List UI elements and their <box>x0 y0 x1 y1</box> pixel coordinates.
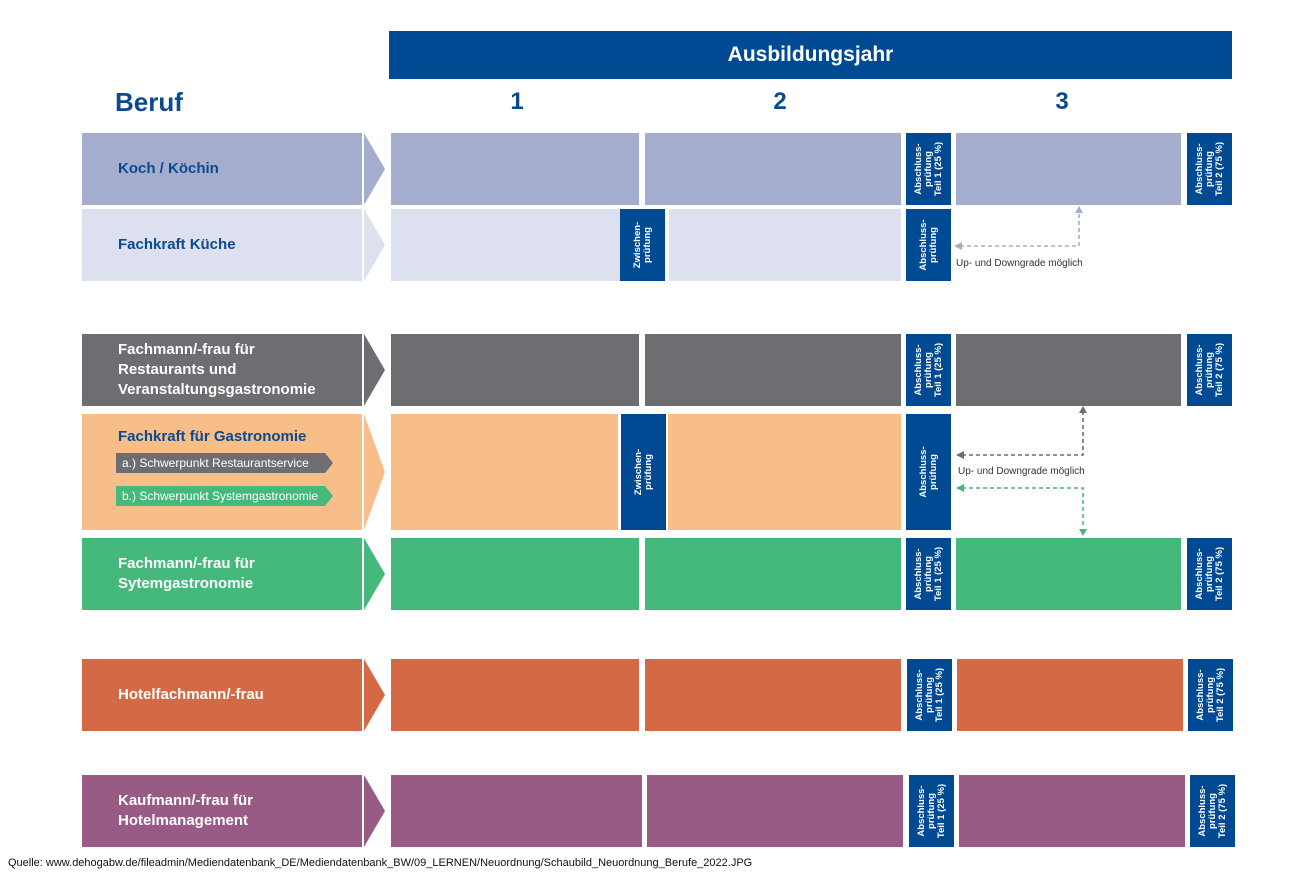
year-3-label: 3 <box>1055 88 1069 115</box>
row-restaurants-label-line2: Restaurants und <box>118 361 237 378</box>
row-restaurants-label: Fachmann/-frau für Restaurants und Veran… <box>82 334 362 406</box>
row-koch-year2-bar <box>645 133 901 205</box>
year-2-label: 2 <box>773 88 787 115</box>
row-system-label-line1: Fachmann/-frau für <box>118 555 255 572</box>
row-system-year2-bar <box>645 538 901 610</box>
row-hotel-label-text: Hotelfachmann/-frau <box>118 686 264 703</box>
row-fachkraft-kueche-zwischenpruefung: Zwischen-prüfung <box>620 209 665 281</box>
row-restaurants-label-line3: Veranstaltungsgastronomie <box>118 381 316 398</box>
row-fachkraft-gastro-year1-bar <box>391 414 618 530</box>
row-fachkraft-gastro-abschlusspruefung: Abschluss-prüfung <box>906 414 951 530</box>
updown-note-gastro: Up- und Downgrade möglich <box>958 466 1085 477</box>
row-kaufmann-label: Kaufmann/-frau für Hotelmanagement <box>82 775 362 847</box>
row-kaufmann-year2-bar <box>647 775 903 847</box>
schwerpunkt-systemgastronomie-tag: b.) Schwerpunkt Systemgastronomie <box>116 486 325 506</box>
ausbildungsjahr-header: Ausbildungsjahr <box>389 31 1232 79</box>
row-fachkraft-kueche-year2-bar <box>669 209 901 281</box>
row-hotel-year1-bar <box>391 659 639 731</box>
row-restaurants-label-line1: Fachmann/-frau für <box>118 341 255 358</box>
row-system-arrow <box>364 538 385 610</box>
row-kaufmann-year3-bar <box>959 775 1185 847</box>
row-restaurants-arrow <box>364 334 385 406</box>
row-fachkraft-gastro-arrow <box>364 414 385 530</box>
row-hotel-arrow <box>364 659 385 731</box>
row-system-year3-bar <box>956 538 1181 610</box>
row-restaurants-year3-bar <box>956 334 1181 406</box>
row-koch-label: Koch / Köchin <box>82 133 362 205</box>
row-fachkraft-kueche-label-text: Fachkraft Küche <box>118 236 236 253</box>
row-hotel-year3-bar <box>957 659 1183 731</box>
row-fachkraft-gastro-label: Fachkraft für Gastronomie a.) Schwerpunk… <box>82 414 362 530</box>
updown-note-kueche: Up- und Downgrade möglich <box>956 258 1083 269</box>
row-fachkraft-kueche-year1-bar <box>391 209 620 281</box>
row-fachkraft-gastro-zwischenpruefung: Zwischen-prüfung <box>621 414 666 530</box>
year-1-label: 1 <box>510 88 524 115</box>
row-fachkraft-kueche-abschlusspruefung: Abschluss-prüfung <box>906 209 951 281</box>
row-koch-year3-bar <box>956 133 1181 205</box>
row-system-year1-bar <box>391 538 639 610</box>
beruf-column-title: Beruf <box>115 87 183 117</box>
row-koch-label-text: Koch / Köchin <box>118 160 219 177</box>
updown-arrows-gastro <box>956 406 1087 536</box>
row-restaurants-year1-bar <box>391 334 639 406</box>
updown-arrows-kueche <box>954 206 1083 250</box>
row-system-label: Fachmann/-frau für Sytemgastronomie <box>82 538 362 610</box>
row-system-label-line2: Sytemgastronomie <box>118 575 254 592</box>
row-restaurants-year2-bar <box>645 334 901 406</box>
row-kaufmann-label-line1: Kaufmann/-frau für <box>118 792 253 809</box>
row-fachkraft-gastro-label-text: Fachkraft für Gastronomie <box>118 428 307 445</box>
row-kaufmann-label-line2: Hotelmanagement <box>118 812 249 829</box>
row-koch-year1-bar <box>391 133 639 205</box>
row-kaufmann-year1-bar <box>391 775 642 847</box>
row-fachkraft-kueche-arrow <box>364 209 385 281</box>
row-fachkraft-kueche-label: Fachkraft Küche <box>82 209 362 281</box>
row-koch-arrow <box>364 133 385 205</box>
schwerpunkt-restaurantservice-arrow <box>325 453 333 473</box>
schwerpunkt-restaurantservice-tag: a.) Schwerpunkt Restaurantservice <box>116 453 325 473</box>
row-kaufmann-arrow <box>364 775 385 847</box>
header-title: Ausbildungsjahr <box>727 43 894 66</box>
row-hotel-year2-bar <box>645 659 901 731</box>
schwerpunkt-systemgastronomie-arrow <box>325 486 333 506</box>
source-caption: Quelle: www.dehogabw.de/fileadmin/Medien… <box>8 857 753 869</box>
row-hotel-label: Hotelfachmann/-frau <box>82 659 362 731</box>
row-fachkraft-gastro-year2-bar <box>668 414 901 530</box>
